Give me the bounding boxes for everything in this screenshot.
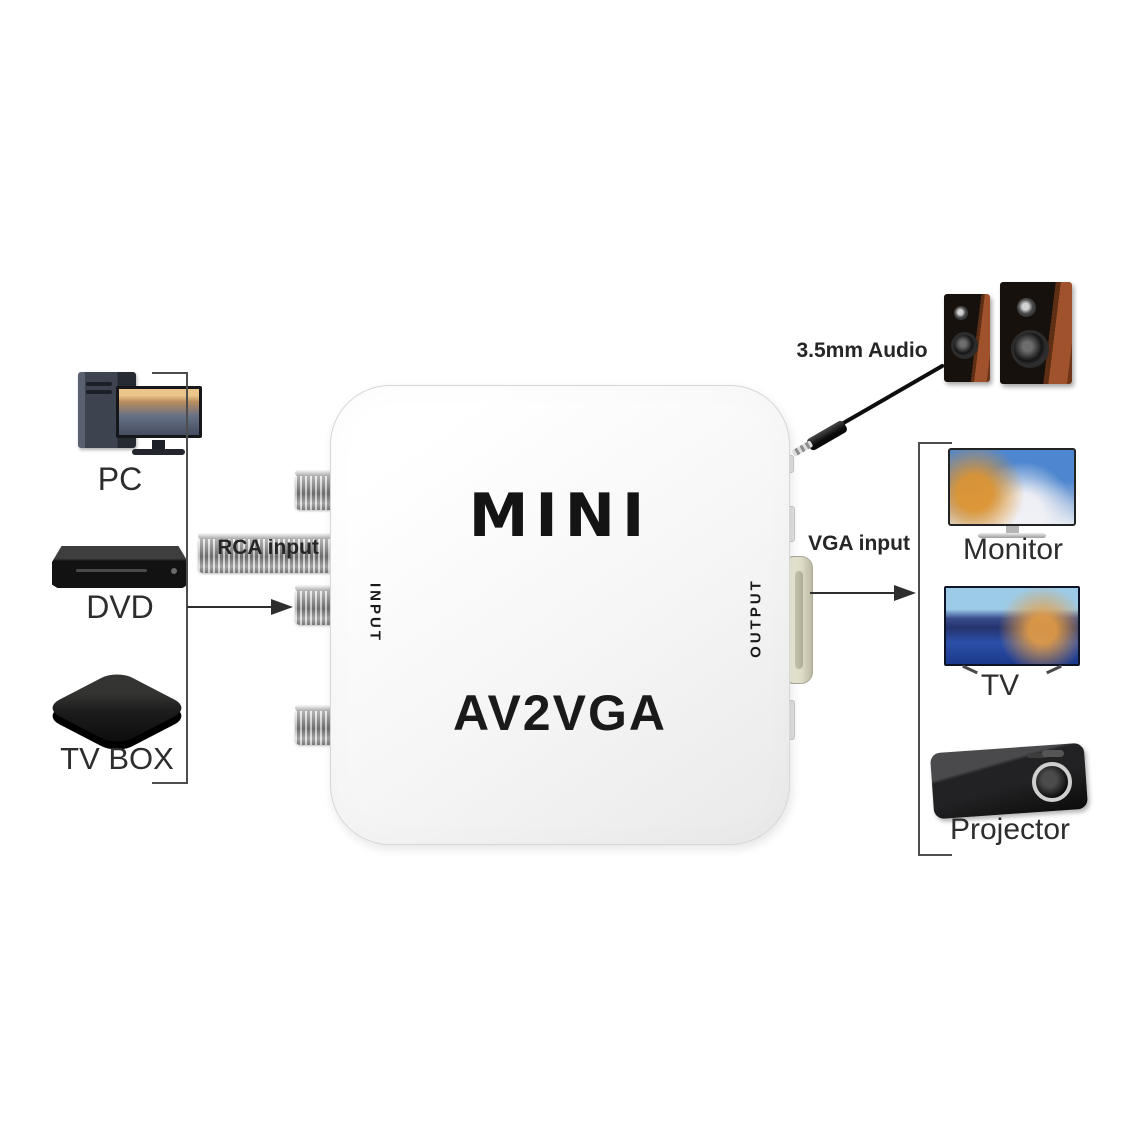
tv-box-top: [43, 669, 191, 747]
rca-connector: [295, 705, 336, 745]
sources-bracket: [186, 372, 188, 784]
speaker-right: [1000, 282, 1072, 384]
rca-connector: [295, 470, 336, 510]
monitor-stand: [1006, 526, 1019, 533]
pc-monitor-screen: [116, 386, 202, 438]
rca-connector: [295, 585, 336, 625]
projector-icon: [929, 740, 1090, 826]
mini-logo: MINI: [468, 481, 652, 551]
projector-label: Projector: [949, 813, 1071, 846]
edge-tab: [786, 700, 795, 740]
dvd-label: DVD: [86, 589, 154, 625]
vga-input-label: VGA input: [808, 532, 910, 555]
sources-bracket-bottom-tick: [152, 782, 188, 784]
rca-arrow-head: [271, 599, 293, 615]
tv-screen: [944, 586, 1080, 666]
audio-label: 3.5mm Audio: [796, 339, 928, 362]
monitor-screen: [948, 448, 1076, 526]
sources-bracket-top-tick: [152, 372, 188, 374]
projector-lens: [1032, 762, 1072, 802]
vga-arrow-head: [894, 585, 916, 601]
converter-box: [330, 385, 790, 845]
monitor-base: [978, 533, 1046, 538]
model-name: AV2VGA: [453, 685, 667, 741]
pc-monitor-base: [132, 449, 185, 455]
speakers-icon: [938, 278, 1088, 390]
tv-icon: [944, 586, 1082, 682]
woofer: [1011, 330, 1049, 368]
rca-input-label: RCA input: [198, 533, 338, 573]
tweeter: [954, 306, 968, 320]
tv-box-label: TV BOX: [60, 741, 174, 776]
edge-tab: [786, 506, 795, 542]
tv-label: TV: [980, 669, 1020, 702]
outputs-bracket-bottom-tick: [918, 854, 952, 856]
outputs-bracket-top-tick: [918, 442, 952, 444]
vga-connector: [787, 556, 813, 684]
pc-monitor-stand: [152, 440, 165, 449]
outputs-bracket: [918, 442, 920, 856]
dvd-player-body: [52, 546, 188, 588]
audio-jack-socket: [786, 455, 794, 473]
monitor-icon: [946, 448, 1080, 542]
woofer: [951, 332, 978, 359]
rca-arrow-line: [187, 606, 273, 608]
pc-label: PC: [97, 461, 143, 497]
audio-cable: [839, 363, 945, 427]
vga-arrow-line: [810, 592, 896, 594]
output-side-label: OUTPUT: [747, 578, 765, 658]
input-side-label: INPUT: [366, 583, 384, 643]
projector-buttons: [1042, 750, 1064, 757]
dvd-player-icon: [52, 546, 188, 588]
monitor-label: Monitor: [962, 533, 1064, 566]
tweeter: [1017, 298, 1036, 317]
speaker-left: [944, 294, 990, 382]
